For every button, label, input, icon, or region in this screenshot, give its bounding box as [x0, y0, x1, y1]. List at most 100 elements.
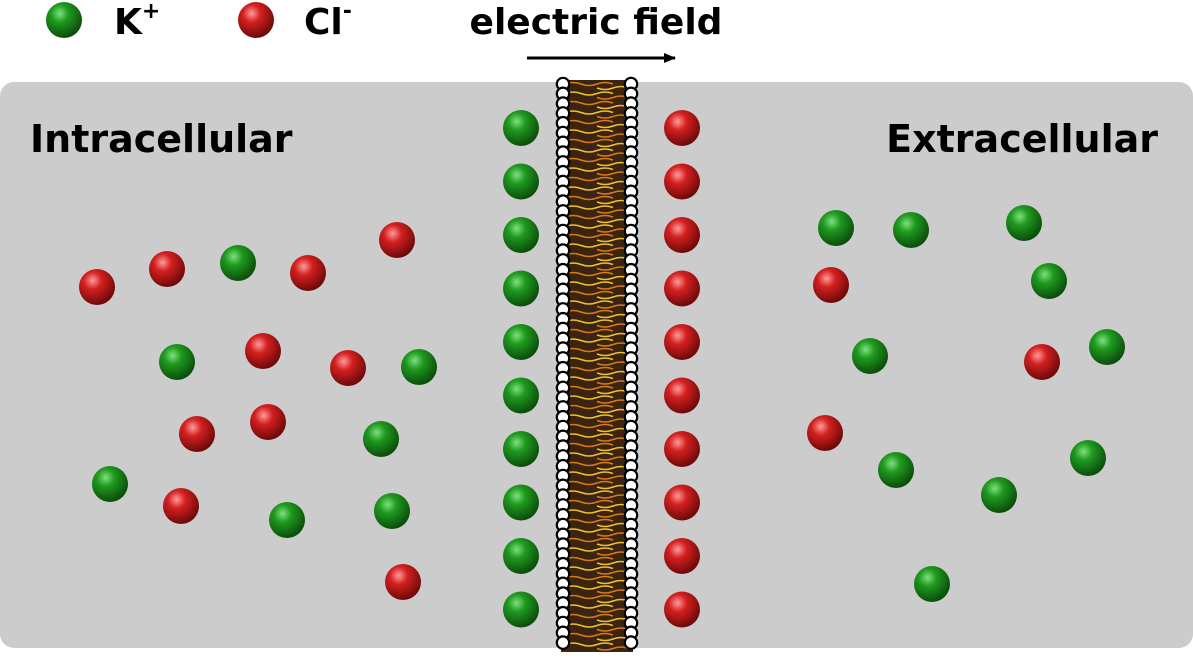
intracellular-label: Intracellular — [30, 117, 293, 161]
lipid-tail — [564, 195, 614, 201]
lipid-tail — [596, 323, 630, 328]
lipid-tail — [564, 357, 614, 362]
potassium-ion — [92, 466, 128, 502]
chloride-ion — [163, 488, 199, 524]
lipid-tail — [564, 167, 614, 172]
lipid-tail — [564, 423, 614, 429]
chloride-ion — [664, 591, 700, 628]
potassium-ion — [374, 493, 410, 529]
lipid-tail — [564, 499, 614, 505]
lipid-tail — [564, 319, 614, 324]
lipid-tail — [596, 342, 630, 347]
lipid-head-group — [555, 635, 571, 650]
lipid-tail — [596, 285, 630, 290]
lipid-tail — [564, 366, 614, 372]
lipid-tail — [564, 471, 614, 476]
chloride-ion — [250, 404, 286, 440]
lipid-tail — [596, 332, 630, 338]
chloride-ion — [1024, 344, 1060, 380]
chloride-ion — [664, 217, 700, 253]
lipid-tail — [596, 646, 630, 651]
lipid-tail — [564, 547, 614, 552]
potassium-ion — [852, 338, 888, 374]
lipid-tail — [564, 509, 614, 514]
legend-potassium-label: K+ — [114, 0, 160, 43]
lipid-tail — [564, 414, 614, 419]
lipid-tail — [564, 205, 614, 210]
lipid-tail — [564, 271, 614, 277]
lipid-tail — [564, 585, 614, 590]
lipid-tail — [596, 627, 630, 632]
chloride-ion — [664, 163, 700, 200]
lipid-tail — [564, 395, 614, 400]
lipid-tail — [596, 589, 630, 594]
potassium-ion — [1070, 440, 1106, 476]
lipid-tail — [564, 404, 614, 410]
lipid-head-groups — [555, 76, 639, 650]
lipid-tail — [564, 300, 614, 305]
lipid-tail — [564, 157, 614, 163]
potassium-ion — [914, 566, 950, 602]
chloride-ion — [664, 377, 700, 414]
potassium-ion — [503, 324, 539, 360]
potassium-ion — [818, 210, 854, 246]
lipid-tail — [596, 380, 630, 385]
potassium-ion — [981, 477, 1017, 513]
potassium-ion — [1006, 205, 1042, 241]
potassium-ion — [878, 452, 914, 488]
lipid-tail — [596, 351, 630, 357]
lipid-tail — [564, 81, 614, 87]
lipid-tail — [596, 636, 630, 642]
chloride-ion — [664, 324, 700, 360]
lipid-tail — [564, 442, 614, 448]
chloride-ion — [664, 431, 700, 467]
ions-layer — [79, 110, 1125, 628]
potassium-ion — [503, 377, 539, 414]
lipid-tail — [596, 579, 630, 585]
chloride-ion — [664, 484, 700, 521]
potassium-ion — [503, 538, 539, 574]
potassium-ion — [401, 349, 437, 385]
potassium-ion — [363, 421, 399, 457]
lipid-tail — [564, 252, 614, 258]
lipid-tail — [564, 309, 614, 315]
potassium-ion — [503, 484, 539, 521]
lipid-tail — [564, 100, 614, 106]
chloride-ion — [664, 110, 700, 146]
lipid-tail — [564, 148, 614, 153]
legend-potassium-ion-icon — [46, 2, 82, 38]
lipid-tail — [564, 281, 614, 286]
legend: K+ Cl- — [46, 0, 352, 43]
lipid-tail — [564, 594, 614, 600]
lipid-tail — [564, 138, 614, 144]
lipid-tail — [564, 556, 614, 562]
lipid-tail — [596, 608, 630, 613]
lipid-tail — [596, 313, 630, 319]
lipid-tail — [564, 119, 614, 125]
lipid-tail — [564, 347, 614, 353]
potassium-ion — [503, 431, 539, 467]
potassium-ion — [503, 217, 539, 253]
lipid-tail — [564, 186, 614, 191]
potassium-ion — [503, 163, 539, 200]
lipid-tail — [564, 290, 614, 296]
chloride-ion — [79, 269, 115, 305]
lipid-tail — [564, 537, 614, 543]
lipid-tail — [564, 433, 614, 438]
lipid-tail — [564, 214, 614, 220]
potassium-ion — [159, 344, 195, 380]
potassium-ion — [893, 212, 929, 248]
extracellular-label: Extracellular — [886, 117, 1158, 161]
chloride-ion — [379, 222, 415, 258]
chloride-ion — [664, 270, 700, 307]
lipid-head-group — [623, 635, 639, 650]
lipid-tail — [564, 642, 614, 647]
lipid-tail — [564, 623, 614, 628]
chloride-ion — [290, 255, 326, 291]
lipid-tail — [564, 604, 614, 609]
lipid-tail — [564, 490, 614, 495]
potassium-ion — [269, 502, 305, 538]
lipid-bilayer-membrane — [555, 76, 639, 652]
chloride-ion — [813, 267, 849, 303]
